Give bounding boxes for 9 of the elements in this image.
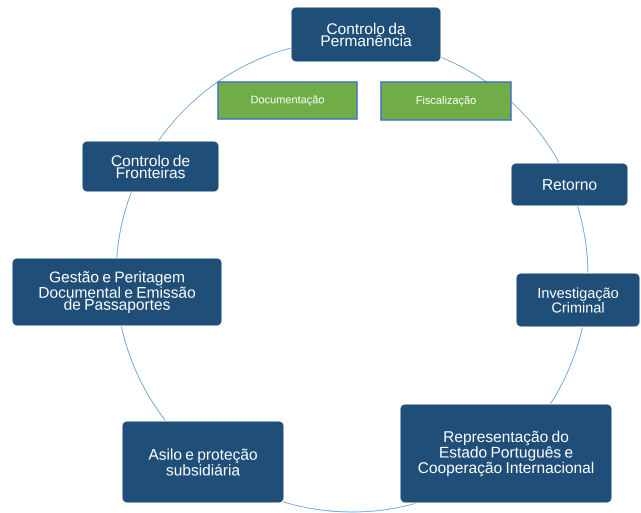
- process-box: Controlo da Permanência: [290, 6, 442, 62]
- process-box: Retorno: [510, 162, 628, 206]
- process-box: Gestão e Peritagem Documental e Emissão de Passaportes: [12, 258, 222, 326]
- process-box: Asilo e proteção subsidiária: [122, 420, 284, 504]
- process-box: Investigação Criminal: [516, 272, 640, 328]
- process-box: Controlo de Fronteiras: [82, 140, 220, 192]
- category-box: Documentação: [217, 81, 358, 120]
- process-box: Representação do Estado Português e Cooperação Internacional: [400, 404, 612, 504]
- category-box: Fiscalização: [380, 81, 512, 121]
